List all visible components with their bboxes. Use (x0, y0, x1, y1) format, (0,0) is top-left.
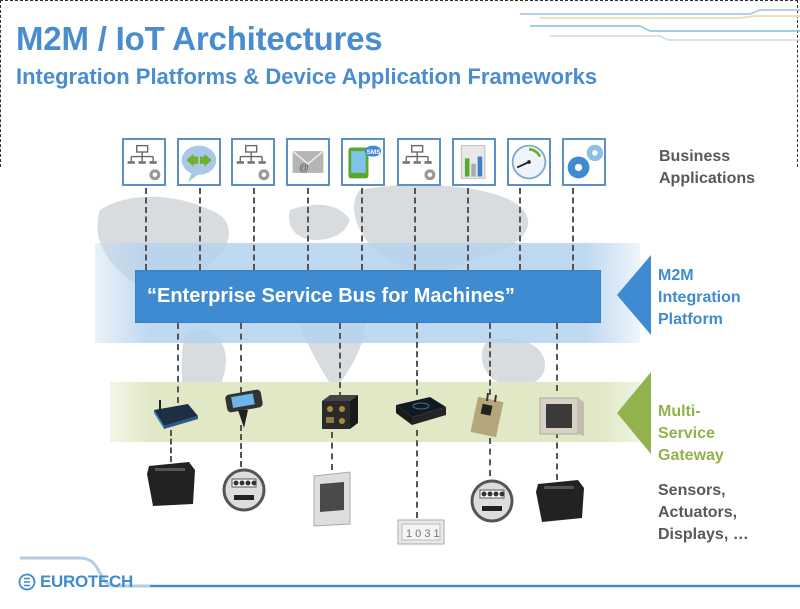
email-icon: @ (286, 138, 330, 186)
sensors-actuators-label: Sensors, Actuators, Displays, … (658, 480, 749, 546)
eurotech-logo-icon (18, 573, 36, 591)
svg-text:1 0 3 1: 1 0 3 1 (406, 528, 440, 540)
svg-text:@: @ (299, 163, 309, 174)
label-line: Applications (659, 170, 756, 187)
portable-gateway (470, 393, 504, 438)
brand-name: EUROTECH (40, 572, 133, 591)
connector-line (489, 438, 491, 476)
connector-line (467, 188, 469, 270)
label-line: Sensors, (658, 482, 726, 499)
connector-line (145, 188, 147, 270)
connector-line (253, 188, 255, 270)
network-gear-icon (397, 138, 441, 186)
touch-panel-gateway (539, 397, 584, 436)
connector-line (556, 323, 558, 391)
utility-meter (470, 479, 514, 523)
m2m-integration-platform-label: M2M Integration Platform (658, 265, 741, 331)
page-title: M2M / IoT Architectures (16, 20, 383, 57)
eurotech-logo: EUROTECH (18, 572, 133, 592)
report-chart-icon (452, 138, 496, 186)
connector-line (556, 432, 558, 480)
rugged-computer (322, 395, 358, 429)
connector-line (307, 188, 309, 270)
connector-line (416, 323, 418, 395)
label-line: Platform (658, 311, 723, 328)
page-subtitle: Integration Platforms & Device Applicati… (16, 64, 598, 89)
label-line: Business (659, 148, 731, 165)
gears-icon (562, 138, 606, 186)
network-gear-icon (122, 138, 166, 186)
sms-phone-icon: SMS (341, 138, 385, 186)
io-module (147, 462, 195, 506)
enterprise-service-bus: “Enterprise Service Bus for Machines” (135, 270, 601, 323)
connector-line (339, 323, 341, 398)
footer-swoosh (20, 556, 800, 588)
connector-line (331, 432, 333, 470)
label-line: Service (658, 425, 715, 442)
gauge-icon (507, 138, 551, 186)
integration-platform-arrow (617, 255, 651, 335)
connector-line (199, 188, 201, 270)
connector-line (489, 323, 491, 395)
multi-service-gateway-label: Multi- Service Gateway (658, 401, 724, 467)
wall-display (313, 471, 351, 527)
connector-line (572, 188, 574, 270)
connector-line (361, 188, 363, 270)
label-line: M2M (658, 267, 694, 284)
counter-display: 1 0 3 1 (397, 519, 445, 545)
business-applications-label: Business Applications (659, 146, 755, 190)
router-device (154, 400, 198, 429)
connector-line (170, 430, 172, 462)
io-module (536, 480, 584, 522)
sms-badge: SMS (367, 149, 381, 156)
connector-line (519, 188, 521, 270)
connector-line (416, 430, 418, 518)
network-gear-icon (231, 138, 275, 186)
connector-line (240, 323, 242, 393)
label-line: Displays, … (658, 526, 749, 543)
chat-exchange-icon (177, 138, 221, 186)
label-line: Integration (658, 289, 741, 306)
label-line: Actuators, (658, 504, 738, 521)
utility-meter (222, 468, 266, 512)
bus-label: “Enterprise Service Bus for Machines” (147, 285, 515, 307)
label-line: Gateway (658, 447, 724, 464)
handheld-device (225, 389, 263, 428)
gateway-box (396, 397, 446, 425)
gateway-arrow (617, 372, 651, 454)
connector-line (414, 188, 416, 270)
label-line: Multi- (658, 403, 701, 420)
connector-line (177, 323, 179, 403)
header-decoration (520, 9, 800, 41)
connector-line (240, 425, 242, 467)
